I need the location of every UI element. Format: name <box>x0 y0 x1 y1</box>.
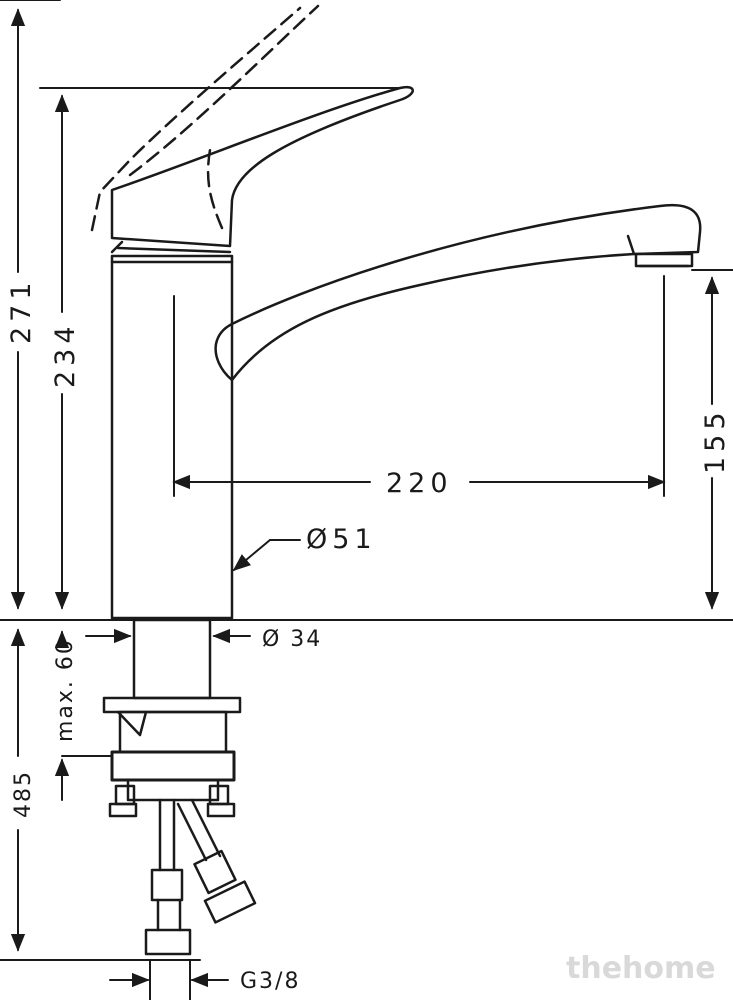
watermark-logo: thehome <box>566 951 716 986</box>
label-body-height: 234 <box>50 321 81 388</box>
faucet-shank <box>102 618 242 818</box>
label-spout-height: 155 <box>700 407 731 474</box>
faucet-spout <box>214 203 702 382</box>
label-body-diameter: Ø51 <box>306 524 377 555</box>
label-max-counter: max. 60 <box>53 638 78 742</box>
faucet-body <box>110 254 234 620</box>
label-hose-length: 485 <box>11 770 36 818</box>
supply-hoses <box>144 798 257 956</box>
label-connection: G3/8 <box>240 969 300 994</box>
label-total-height: 271 <box>6 277 37 344</box>
lever-handle <box>110 85 414 254</box>
lever-handle-raised-outline <box>90 4 320 232</box>
label-shank-diameter: Ø 34 <box>262 627 322 652</box>
label-spout-reach: 220 <box>386 468 453 499</box>
